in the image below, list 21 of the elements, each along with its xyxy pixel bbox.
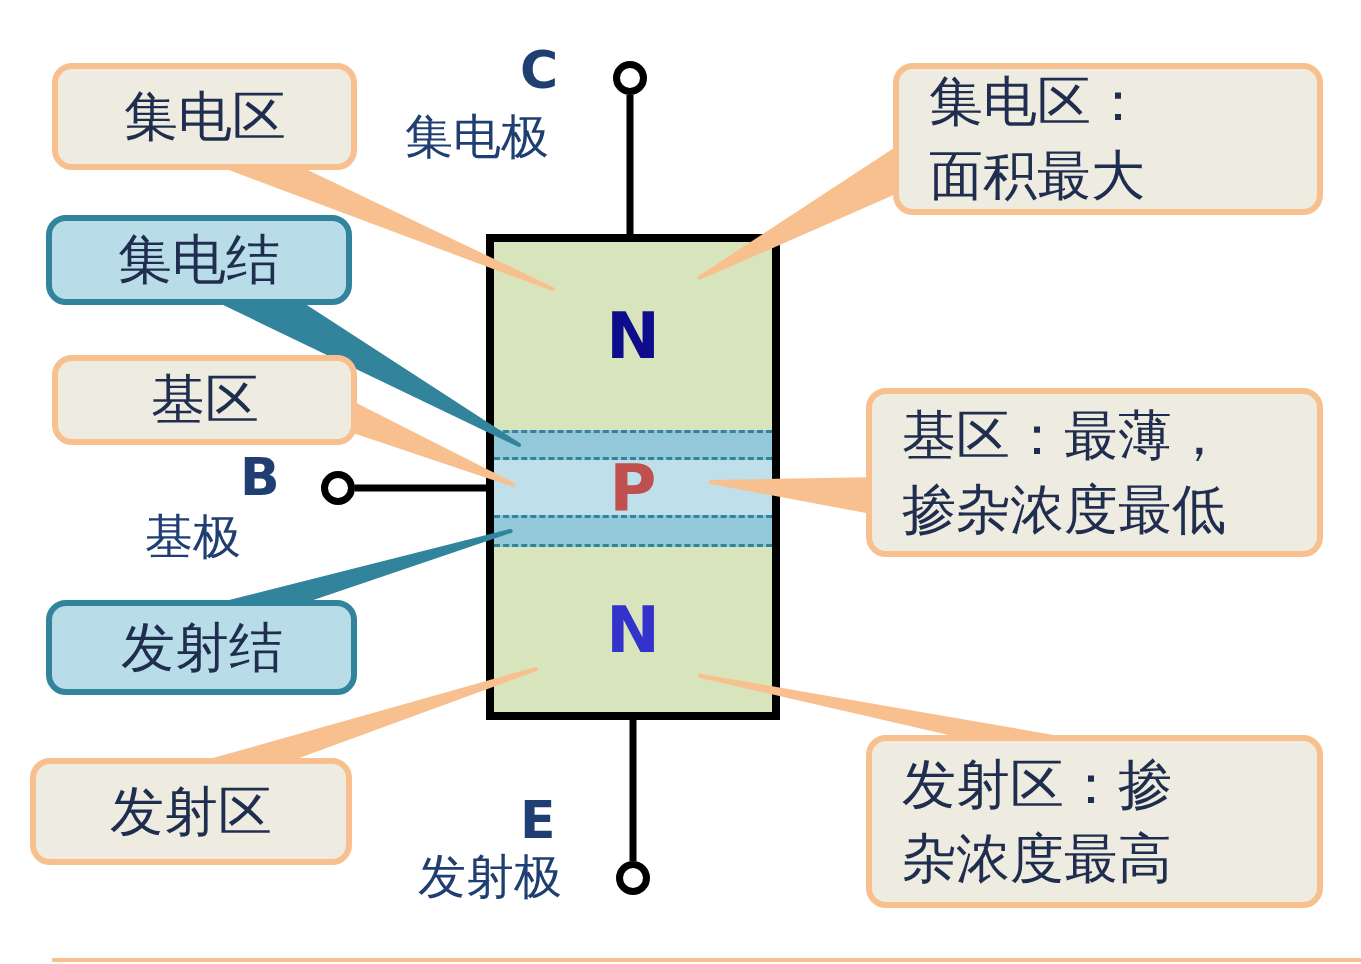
terminal-name: 发射极 — [418, 847, 562, 906]
semiconductor-layer: P — [494, 460, 772, 515]
callout-box: 集电结 — [46, 215, 352, 305]
terminal-circle — [613, 61, 647, 95]
callout-box: 发射结 — [46, 600, 357, 695]
terminal-letter: E — [520, 790, 556, 850]
callout-pointer — [353, 402, 516, 487]
junction-band — [494, 515, 772, 547]
callout-box: 基区：最薄，掺杂浓度最低 — [866, 388, 1323, 557]
terminal-name: 基极 — [145, 507, 241, 566]
terminal-letter: B — [240, 447, 280, 507]
callout-box: 基区 — [52, 355, 357, 445]
callout-box: 集电区 — [52, 63, 357, 170]
callout-box: 发射区 — [30, 758, 352, 865]
terminal-letter: C — [520, 40, 559, 100]
terminal-circle — [616, 861, 650, 895]
junction-band — [494, 430, 772, 460]
callout-box: 发射区：掺杂浓度最高 — [866, 735, 1323, 908]
terminal-name: 集电极 — [405, 107, 549, 166]
terminal-circle — [321, 471, 355, 505]
callout-box: 集电区：面积最大 — [893, 63, 1323, 215]
